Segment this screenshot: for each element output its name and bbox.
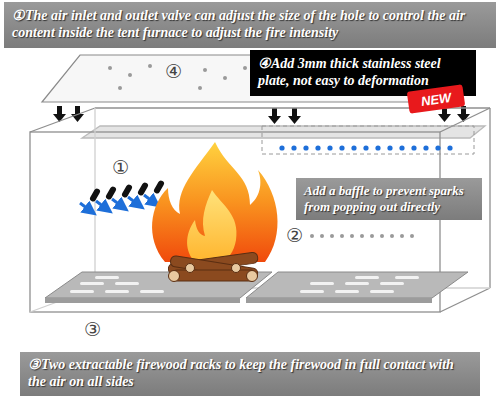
air-inlet (80, 179, 165, 212)
note-text: ④Add 3mm thick stainless steel plate, no… (258, 56, 468, 90)
text-holder: Add a baffle to prevent sparks from popp… (304, 183, 474, 214)
text-holder: NEW (420, 89, 452, 108)
down-arrows (53, 106, 470, 124)
note-banner: ①The air inlet and outlet valve can adju… (4, 2, 496, 48)
note-text: ①The air inlet and outlet valve can adju… (12, 8, 488, 42)
note-banner: ③Two extractable firewood racks to keep … (20, 352, 480, 396)
callout-number: ② (286, 226, 303, 245)
dotted-line (310, 234, 414, 238)
callout-number: ① (112, 158, 129, 177)
callout-number: ③ (84, 320, 101, 339)
campfire (152, 142, 277, 282)
note-text: ③Two extractable firewood racks to keep … (28, 357, 472, 391)
note-text: NEW (420, 89, 452, 108)
text-holder: ④Add 3mm thick stainless steel plate, no… (258, 56, 468, 90)
note-text: Add a baffle to prevent sparks from popp… (304, 183, 474, 214)
note-banner: Add a baffle to prevent sparks from popp… (296, 178, 482, 220)
text-holder: ③Two extractable firewood racks to keep … (28, 357, 472, 391)
baffle-holes (279, 145, 452, 150)
stove-box (30, 108, 490, 312)
text-holder: ①The air inlet and outlet valve can adju… (12, 8, 488, 42)
baffle (262, 126, 474, 154)
callout-number: ④ (165, 62, 182, 81)
